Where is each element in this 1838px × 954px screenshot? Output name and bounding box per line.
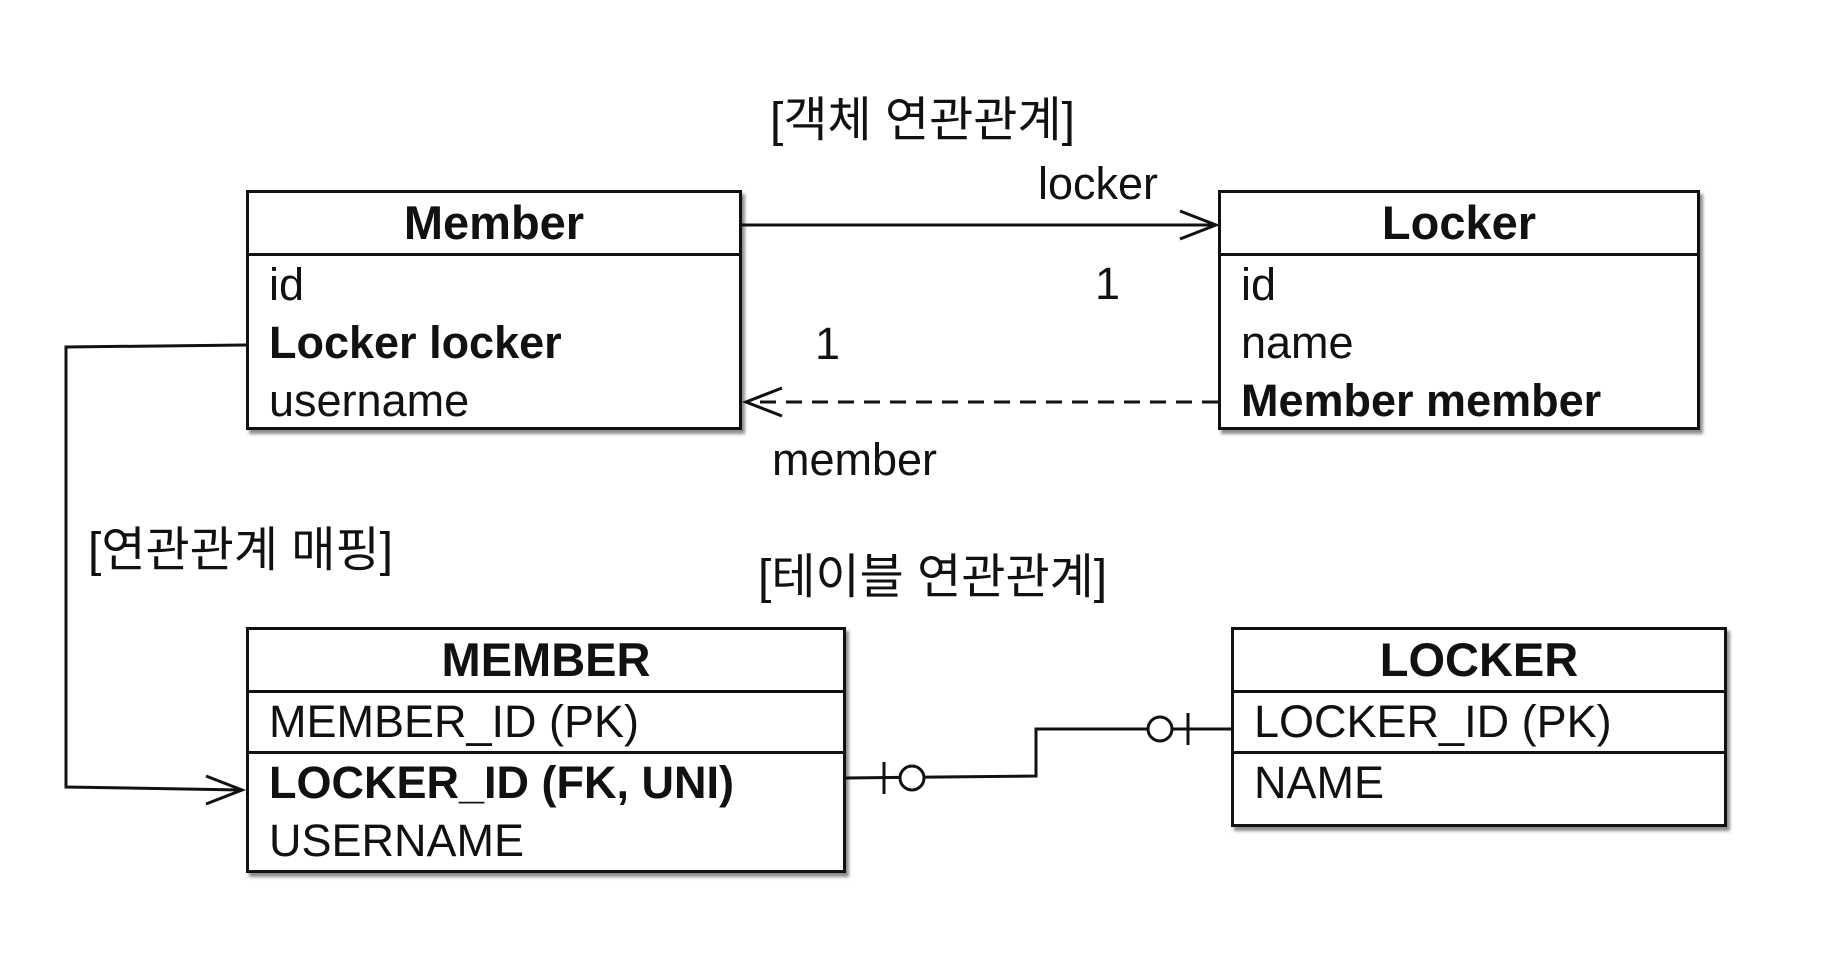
locker-zero-circle [1146,715,1174,743]
locker-multiplicity: 1 [1095,258,1121,309]
locker-association-label: locker [1038,158,1159,209]
locker-object-box: Locker id name Member member [1218,190,1700,430]
member-table-pk-section: MEMBER_ID (PK) [249,693,843,754]
member-field-id: id [269,259,305,310]
member-multiplicity: 1 [815,318,841,369]
member-association-label: member [772,434,938,485]
locker-table-pk-section: LOCKER_ID (PK) [1234,693,1724,754]
member-to-locker-arrow [742,209,1221,241]
locker-field-member: Member member [1241,375,1602,426]
locker-object-name: Locker [1221,193,1697,256]
member-table-field-locker-id: LOCKER_ID (FK, UNI) [269,757,734,808]
member-zero-circle [898,764,926,792]
locker-field-name: name [1241,317,1354,368]
member-table-name: MEMBER [249,630,843,693]
member-table-fields-section: LOCKER_ID (FK, UNI) USERNAME [249,754,843,870]
member-field-locker: Locker locker [269,317,562,368]
object-relation-title: [객체 연관관계] [770,94,1075,147]
locker-table-pk: LOCKER_ID (PK) [1254,696,1612,747]
mapping-title: [연관관계 매핑] [88,524,393,577]
locker-table-fields-section: NAME [1234,754,1724,812]
table-relationship-line [845,713,1231,794]
locker-field-id: id [1241,259,1277,310]
mapping-arrow [64,343,247,806]
member-field-username: username [269,375,470,426]
locker-table-name: LOCKER [1234,630,1724,693]
member-object-box: Member id Locker locker username [246,190,742,430]
locker-table-box: LOCKER LOCKER_ID (PK) NAME [1231,627,1727,827]
locker-to-member-arrow [741,386,1218,418]
member-table-pk: MEMBER_ID (PK) [269,696,640,747]
locker-table-field-name: NAME [1254,757,1385,808]
member-table-box: MEMBER MEMBER_ID (PK) LOCKER_ID (FK, UNI… [246,627,846,873]
table-relation-title: [테이블 연관관계] [758,551,1108,604]
member-object-name: Member [249,193,739,256]
member-table-field-username: USERNAME [269,815,525,866]
